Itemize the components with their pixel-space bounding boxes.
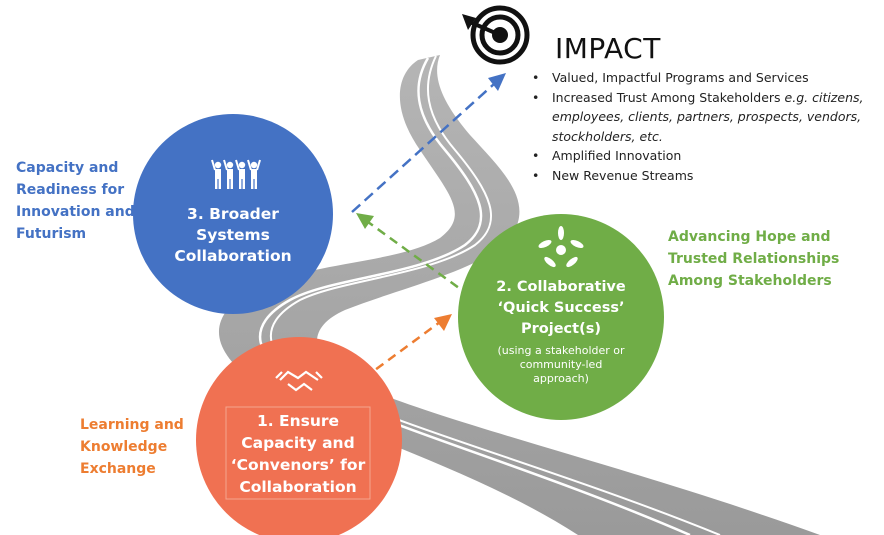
step2-sublabel-line: approach) (533, 372, 589, 385)
step1-label-line: Collaboration (239, 478, 357, 496)
target-dart-icon (462, 5, 530, 65)
step3-label-line: Collaboration (174, 247, 292, 265)
side-label-blue-line: Futurism (16, 226, 87, 242)
impact-bullet-text: Amplified Innovation (552, 148, 682, 163)
step1-text-frame (225, 406, 371, 500)
side-label-blue-line: Capacity and (16, 160, 119, 176)
road-edge-line (270, 55, 721, 535)
step3-label-line: 3. Broader (187, 205, 279, 223)
joined-hands-icon (538, 226, 584, 268)
step3-label-line: Systems (196, 226, 270, 244)
side-label-green-line: Among Stakeholders (668, 273, 832, 289)
side-label-green-line: Advancing Hope and (668, 229, 831, 245)
impact-bullet: New Revenue Streams (528, 166, 878, 186)
step2-sublabel-line: (using a stakeholder or (497, 344, 625, 357)
impact-bullet-text: Valued, Impactful Programs and Services (552, 70, 809, 85)
step1-label-line: Capacity and (241, 434, 355, 452)
circle-step2 (458, 214, 664, 420)
side-label-orange-line: Exchange (80, 461, 156, 477)
circle-step1 (196, 337, 402, 535)
road-centerline (258, 57, 691, 535)
step1-label-line: ‘Convenors’ for (230, 456, 366, 474)
arrow-blue (351, 73, 506, 213)
step2-label-line: Project(s) (521, 321, 601, 337)
side-label-green-line: Trusted Relationships (668, 251, 840, 267)
impact-bullet: Valued, Impactful Programs and Services (528, 68, 878, 88)
impact-bullet: Increased Trust Among Stakeholders e.g. … (528, 88, 878, 147)
impact-title: IMPACT (555, 32, 661, 65)
side-label-orange-line: Knowledge (80, 439, 168, 455)
step2-label-line: 2. Collaborative (496, 279, 626, 295)
step2-label: 2. Collaborative ‘Quick Success’ Project(s… (471, 277, 651, 340)
arrow-green (356, 213, 471, 298)
impact-bullet-text: Increased Trust Among Stakeholders (552, 89, 785, 105)
side-label-blue-line: Readiness for (16, 182, 125, 198)
side-label-orange-line: Learning and (80, 417, 184, 433)
handshake-icon (275, 370, 323, 392)
side-label-blue-line: Innovation and (16, 204, 135, 220)
circle-step3 (133, 114, 333, 314)
step1-label-line: 1. Ensure (256, 412, 340, 430)
people-group-icon (211, 159, 261, 189)
impact-bullet-italic-text: e.g. citizens, employees, clients, partn… (552, 89, 864, 144)
step2-sublabel-line: community-led (519, 358, 603, 371)
step2-label-line: ‘Quick Success’ (497, 300, 625, 316)
impact-bullet-text: New Revenue Streams (552, 167, 694, 183)
impact-bullet-list: Valued, Impactful Programs and ServicesI… (528, 68, 878, 185)
impact-bullet: Amplified Innovation (528, 146, 878, 166)
